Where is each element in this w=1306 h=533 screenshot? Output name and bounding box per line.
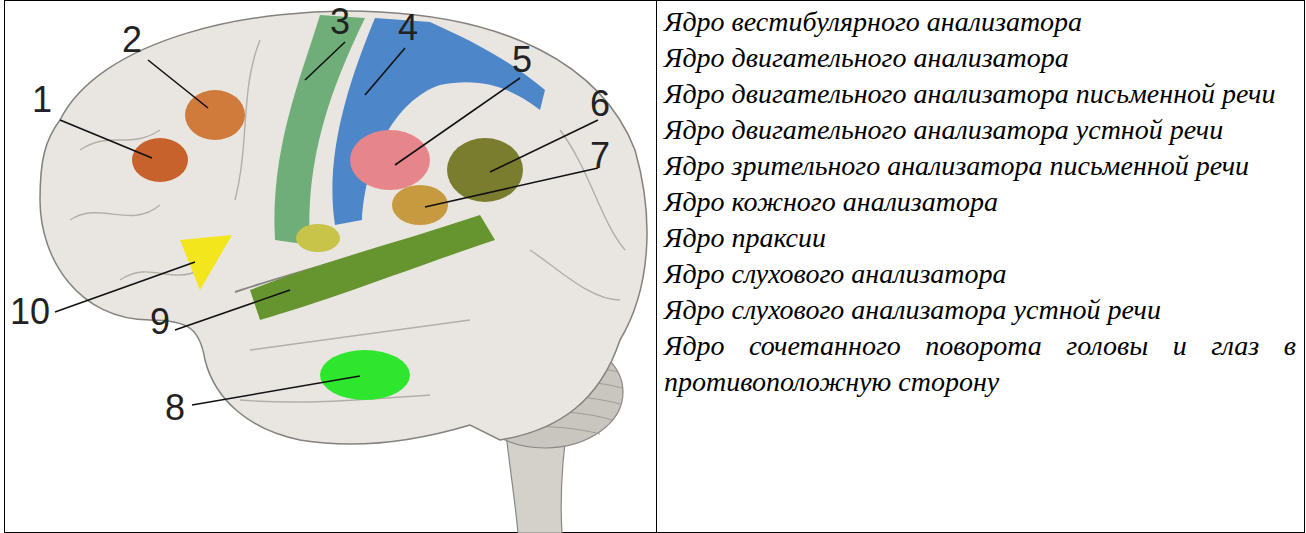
leader-lines xyxy=(55,42,598,405)
legend-item: Ядро зрительного анализатора письменной … xyxy=(664,148,1296,184)
legend-item: Ядро слухового анализатора xyxy=(664,256,1296,292)
region-10 xyxy=(180,235,232,290)
region-1 xyxy=(132,138,188,182)
legend-item: Ядро праксии xyxy=(664,220,1296,256)
legend-item: Ядро вестибулярного анализатора xyxy=(664,4,1296,40)
callout-number: 7 xyxy=(590,136,610,176)
legend-item: Ядро двигательного анализатора письменно… xyxy=(664,76,1296,112)
callout-number: 1 xyxy=(32,80,52,120)
callout-number: 6 xyxy=(590,84,610,124)
legend-item: Ядро двигательного анализатора устной ре… xyxy=(664,112,1296,148)
callout-number: 9 xyxy=(150,302,170,342)
region-5 xyxy=(350,130,430,190)
callout-number: 8 xyxy=(165,388,185,428)
callout-number: 2 xyxy=(122,20,142,60)
region-small xyxy=(296,224,340,252)
callout-number: 10 xyxy=(10,292,50,332)
callout-number: 5 xyxy=(512,40,532,80)
legend-list: Ядро вестибулярного анализатораЯдро двиг… xyxy=(664,4,1296,400)
region-4 xyxy=(332,18,545,225)
table-border xyxy=(5,1,1305,533)
legend-item: Ядро двигательного анализатора xyxy=(664,40,1296,76)
region-9 xyxy=(250,215,495,320)
legend-item: Ядро сочетанного поворота головы и глаз … xyxy=(664,328,1296,400)
region-6 xyxy=(447,138,523,202)
callout-number: 4 xyxy=(398,8,418,48)
cerebrum xyxy=(40,11,647,444)
table-divider xyxy=(656,0,657,533)
region-8 xyxy=(320,350,410,400)
legend-item: Ядро слухового анализатора устной речи xyxy=(664,292,1296,328)
region-7 xyxy=(392,185,448,225)
callout-number: 3 xyxy=(330,2,350,42)
legend-item: Ядро кожного анализатора xyxy=(664,184,1296,220)
